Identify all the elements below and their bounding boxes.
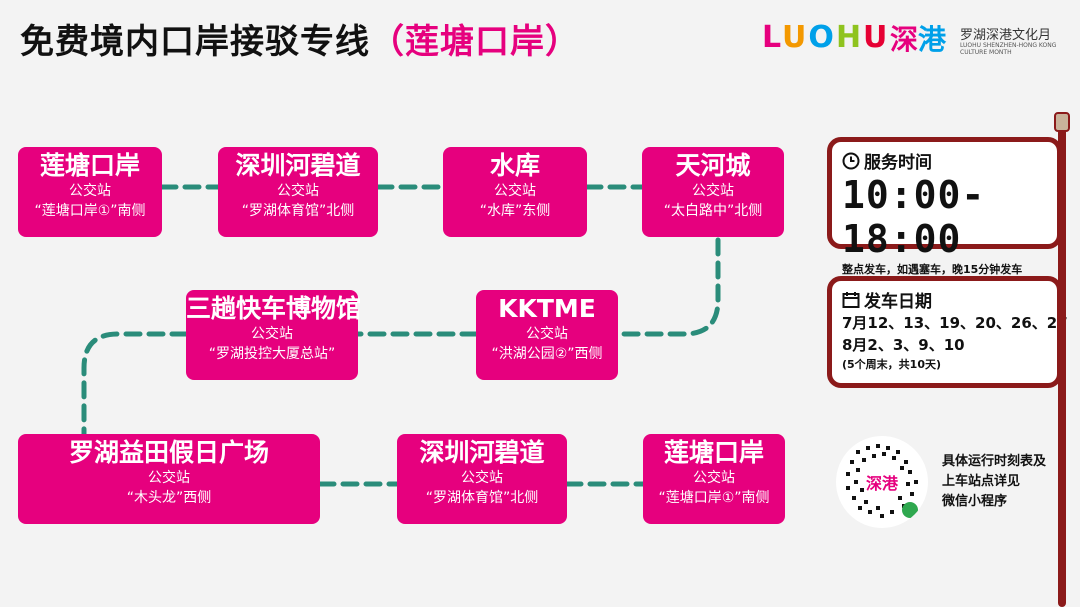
service-time-box: 服务时间 10:00-18:00 整点发车，如遇塞车，晚15分钟发车 (827, 137, 1062, 276)
service-time-heading: 服务时间 (842, 148, 1047, 173)
stop-type: 公交站 (69, 183, 111, 199)
page-title: 免费境内口岸接驳专线（莲塘口岸） (20, 14, 580, 63)
qr-caption-line: 上车站点详见 (942, 474, 1021, 489)
dates-july: 7月12、13、19、20、26、27 (842, 314, 1068, 332)
stop-lianetang-start: 莲塘口岸 公交站 “莲塘口岸①”南侧 (18, 147, 162, 237)
stop-desc: “木头龙”西侧 (126, 490, 212, 506)
logo-char: 深 (890, 23, 919, 56)
stop-yitian-holiday-plaza: 罗湖益田假日广场 公交站 “木头龙”西侧 (18, 434, 320, 524)
stop-desc: “水库”东侧 (479, 203, 551, 219)
dates-summary: (5个周末，共10天) (842, 358, 942, 371)
wechat-mini-program-qr: 深港 (836, 436, 928, 528)
stop-name: 莲塘口岸 (39, 151, 140, 180)
stop-type: 公交站 (494, 183, 536, 199)
logo-letter: U (782, 20, 809, 55)
service-time-value: 10:00-18:00 (842, 173, 986, 261)
culture-month-cn: 罗湖深港文化月 (960, 28, 1052, 43)
scrollbar-track[interactable] (1058, 112, 1066, 607)
stop-type: 公交站 (148, 470, 190, 486)
stop-name: 深圳河碧道 (235, 151, 361, 180)
stop-reservoir: 水库 公交站 “水库”东侧 (443, 147, 587, 237)
logo-letter: O (808, 20, 836, 55)
stop-type: 公交站 (251, 326, 293, 342)
stop-desc: “洪湖公园②”西侧 (491, 346, 603, 362)
route-segment (81, 331, 189, 439)
page-title-highlight: （莲塘口岸） (370, 22, 580, 62)
clock-icon (842, 152, 860, 169)
scrollbar-thumb[interactable] (1054, 112, 1070, 132)
stop-name: 三趟快车博物馆 (186, 294, 362, 323)
stop-name: 水库 (489, 151, 540, 180)
stop-name: KKTME (498, 294, 596, 323)
qr-caption-line: 具体运行时刻表及 (942, 454, 1047, 469)
stop-name: 莲塘口岸 (663, 438, 764, 467)
stop-shenzhen-river-1: 深圳河碧道 公交站 “罗湖体育馆”北侧 (218, 147, 378, 237)
stop-lianetang-end: 莲塘口岸 公交站 “莲塘口岸①”南侧 (643, 434, 785, 524)
stop-type: 公交站 (692, 183, 734, 199)
page-title-main: 免费境内口岸接驳专线 (20, 22, 370, 62)
service-time-note: 整点发车，如遇塞车，晚15分钟发车 (842, 263, 1023, 276)
logo-letter: H (835, 20, 864, 55)
stop-desc: “莲塘口岸①”南侧 (34, 203, 146, 219)
departure-dates-heading: 发车日期 (842, 287, 1047, 312)
stop-shenzhen-river-2: 深圳河碧道 公交站 “罗湖体育馆”北侧 (397, 434, 567, 524)
departure-dates-box: 发车日期 7月12、13、19、20、26、27 8月2、3、9、10 (5个周… (827, 276, 1068, 388)
qr-code-icon: 深港 (846, 444, 918, 518)
service-time-label: 服务时间 (864, 153, 932, 173)
svg-text:深港: 深港 (866, 474, 899, 493)
stop-type: 公交站 (277, 183, 319, 199)
stop-type: 公交站 (693, 470, 735, 486)
stop-desc: “太白路中”北侧 (663, 203, 763, 219)
luohu-logo: LUOHU (762, 20, 889, 55)
logo-letter: L (762, 20, 783, 55)
stop-type: 公交站 (461, 470, 503, 486)
stop-tianhe-city: 天河城 公交站 “太白路中”北侧 (642, 147, 784, 237)
stop-desc: “莲塘口岸①”南侧 (658, 490, 770, 506)
stop-desc: “罗湖体育馆”北侧 (241, 203, 355, 219)
stop-type: 公交站 (526, 326, 568, 342)
stop-desc: “罗湖投控大厦总站” (208, 346, 336, 362)
logo-letter: U (863, 20, 890, 55)
departure-dates-label: 发车日期 (864, 292, 932, 312)
qr-caption: 具体运行时刻表及 上车站点详见 微信小程序 (942, 452, 1046, 512)
dates-august: 8月2、3、9、10 (842, 336, 965, 354)
stop-train-museum: 三趟快车博物馆 公交站 “罗湖投控大厦总站” (186, 290, 362, 380)
culture-month-logo: 深港 (890, 18, 946, 58)
calendar-icon (842, 291, 860, 308)
route-segment (615, 237, 721, 337)
culture-month-en: LUOHU SHENZHEN-HONG KONG CULTURE MONTH (960, 42, 1057, 56)
stop-desc: “罗湖体育馆”北侧 (425, 490, 539, 506)
stop-kktme: KKTME 公交站 “洪湖公园②”西侧 (476, 290, 618, 380)
logo-char: 港 (918, 23, 947, 56)
stop-name: 深圳河碧道 (419, 438, 545, 467)
qr-caption-line: 微信小程序 (942, 494, 1008, 509)
stop-name: 罗湖益田假日广场 (68, 438, 269, 467)
stop-name: 天河城 (675, 151, 751, 180)
